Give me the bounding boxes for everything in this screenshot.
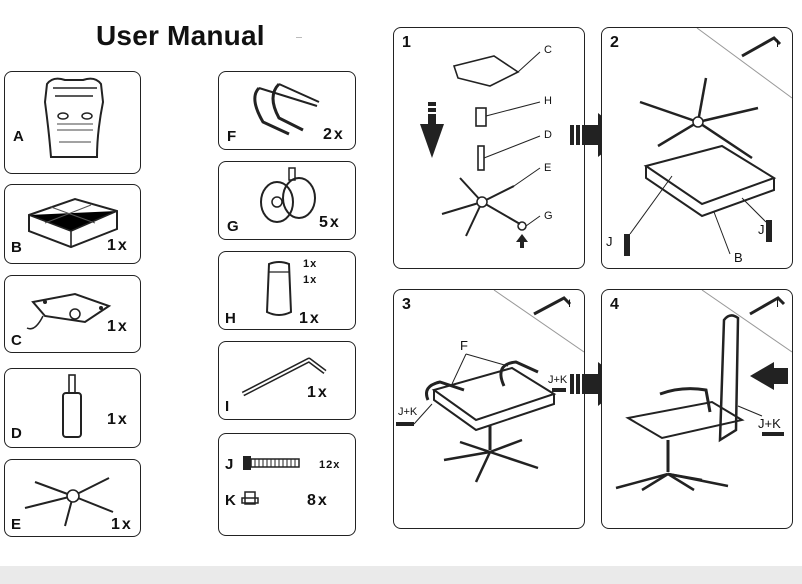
arrow-down-icon <box>420 102 444 158</box>
step-label: G <box>544 210 553 222</box>
step-label: B <box>734 250 743 265</box>
gas-lift-illustration <box>62 374 82 438</box>
allen-key-icon <box>749 296 786 316</box>
part-letter: B <box>11 239 22 256</box>
cylinder-cover-illustration <box>265 261 293 316</box>
step-label: C <box>544 44 552 56</box>
step-label: J+K <box>548 374 568 386</box>
step-label: J+K <box>758 416 781 431</box>
step-4-panel: 4 I J+K <box>601 289 793 529</box>
allen-key-icon <box>741 36 782 58</box>
footer-band <box>0 566 802 584</box>
step-number: 2 <box>610 34 619 51</box>
step-1-panel: 1 C H D E G <box>393 27 585 269</box>
step-3-illustration <box>396 290 584 483</box>
armrest-illustration <box>253 82 320 136</box>
step-1-illustration <box>420 51 541 248</box>
part-jk-box: J 12x K 8x <box>218 433 356 536</box>
step-label: D <box>544 129 552 141</box>
part-qty: 1x <box>111 516 133 533</box>
part-h-box: H 1x 1x 1x <box>218 251 356 330</box>
part-letter: I <box>225 398 230 415</box>
tool-label: I <box>776 298 780 310</box>
part-letter: A <box>13 128 24 145</box>
part-qty: 5x <box>319 214 341 231</box>
part-letter: D <box>11 425 22 442</box>
arrow-left-icon <box>750 362 788 390</box>
part-c-box: C 1x <box>4 275 141 353</box>
step-3-panel: 3 I F J+K J+K <box>393 289 585 529</box>
step-2-illustration <box>624 28 792 256</box>
step-label: F <box>460 338 468 353</box>
title-mark <box>296 37 302 38</box>
tool-label: I <box>568 298 572 310</box>
part-d-box: D 1x <box>4 368 141 448</box>
allen-key-illustration <box>241 357 327 397</box>
part-e-box: E 1x <box>4 459 141 537</box>
backrest-illustration <box>43 77 105 158</box>
part-sub-qty: 1x <box>303 274 318 286</box>
star-base-illustration <box>24 477 114 527</box>
bolts-illustration <box>241 456 300 505</box>
step-label: H <box>544 95 552 107</box>
part-qty: 12x <box>319 459 341 471</box>
caster-wheel-illustration <box>260 167 316 223</box>
part-qty: 1x <box>107 318 129 335</box>
tool-label: I <box>776 38 780 50</box>
manual-title: User Manual <box>96 20 265 51</box>
step-label: J <box>758 222 765 237</box>
part-qty: 1x <box>107 237 129 254</box>
part-letter: J <box>225 456 234 473</box>
part-letter: K <box>225 492 236 509</box>
seat-cushion-illustration <box>28 197 118 249</box>
part-qty: 8x <box>307 492 329 509</box>
step-label: J <box>606 234 613 249</box>
step-number: 4 <box>610 296 619 313</box>
part-letter: F <box>227 128 237 145</box>
step-2-panel: 2 I J J B <box>601 27 793 269</box>
step-label: J+K <box>398 406 418 418</box>
mechanism-plate-illustration <box>26 292 112 330</box>
step-4-illustration <box>615 290 792 492</box>
part-sub-qty: 1x <box>303 258 318 270</box>
part-a-box: A <box>4 71 141 174</box>
part-letter: H <box>225 310 236 327</box>
part-qty: 2x <box>323 126 345 143</box>
part-g-box: G 5x <box>218 161 356 240</box>
part-b-box: B 1x <box>4 184 141 264</box>
step-number: 1 <box>402 34 411 51</box>
part-qty: 1x <box>299 310 321 327</box>
part-qty: 1x <box>107 411 129 428</box>
part-i-box: I 1x <box>218 341 356 420</box>
part-f-box: F 2x <box>218 71 356 150</box>
allen-key-icon <box>533 296 572 316</box>
step-label: E <box>544 162 552 174</box>
step-number: 3 <box>402 296 411 313</box>
part-letter: E <box>11 516 22 533</box>
part-qty: 1x <box>307 384 329 401</box>
arrow-up-icon <box>516 234 528 248</box>
part-letter: C <box>11 332 22 349</box>
part-letter: G <box>227 218 239 235</box>
